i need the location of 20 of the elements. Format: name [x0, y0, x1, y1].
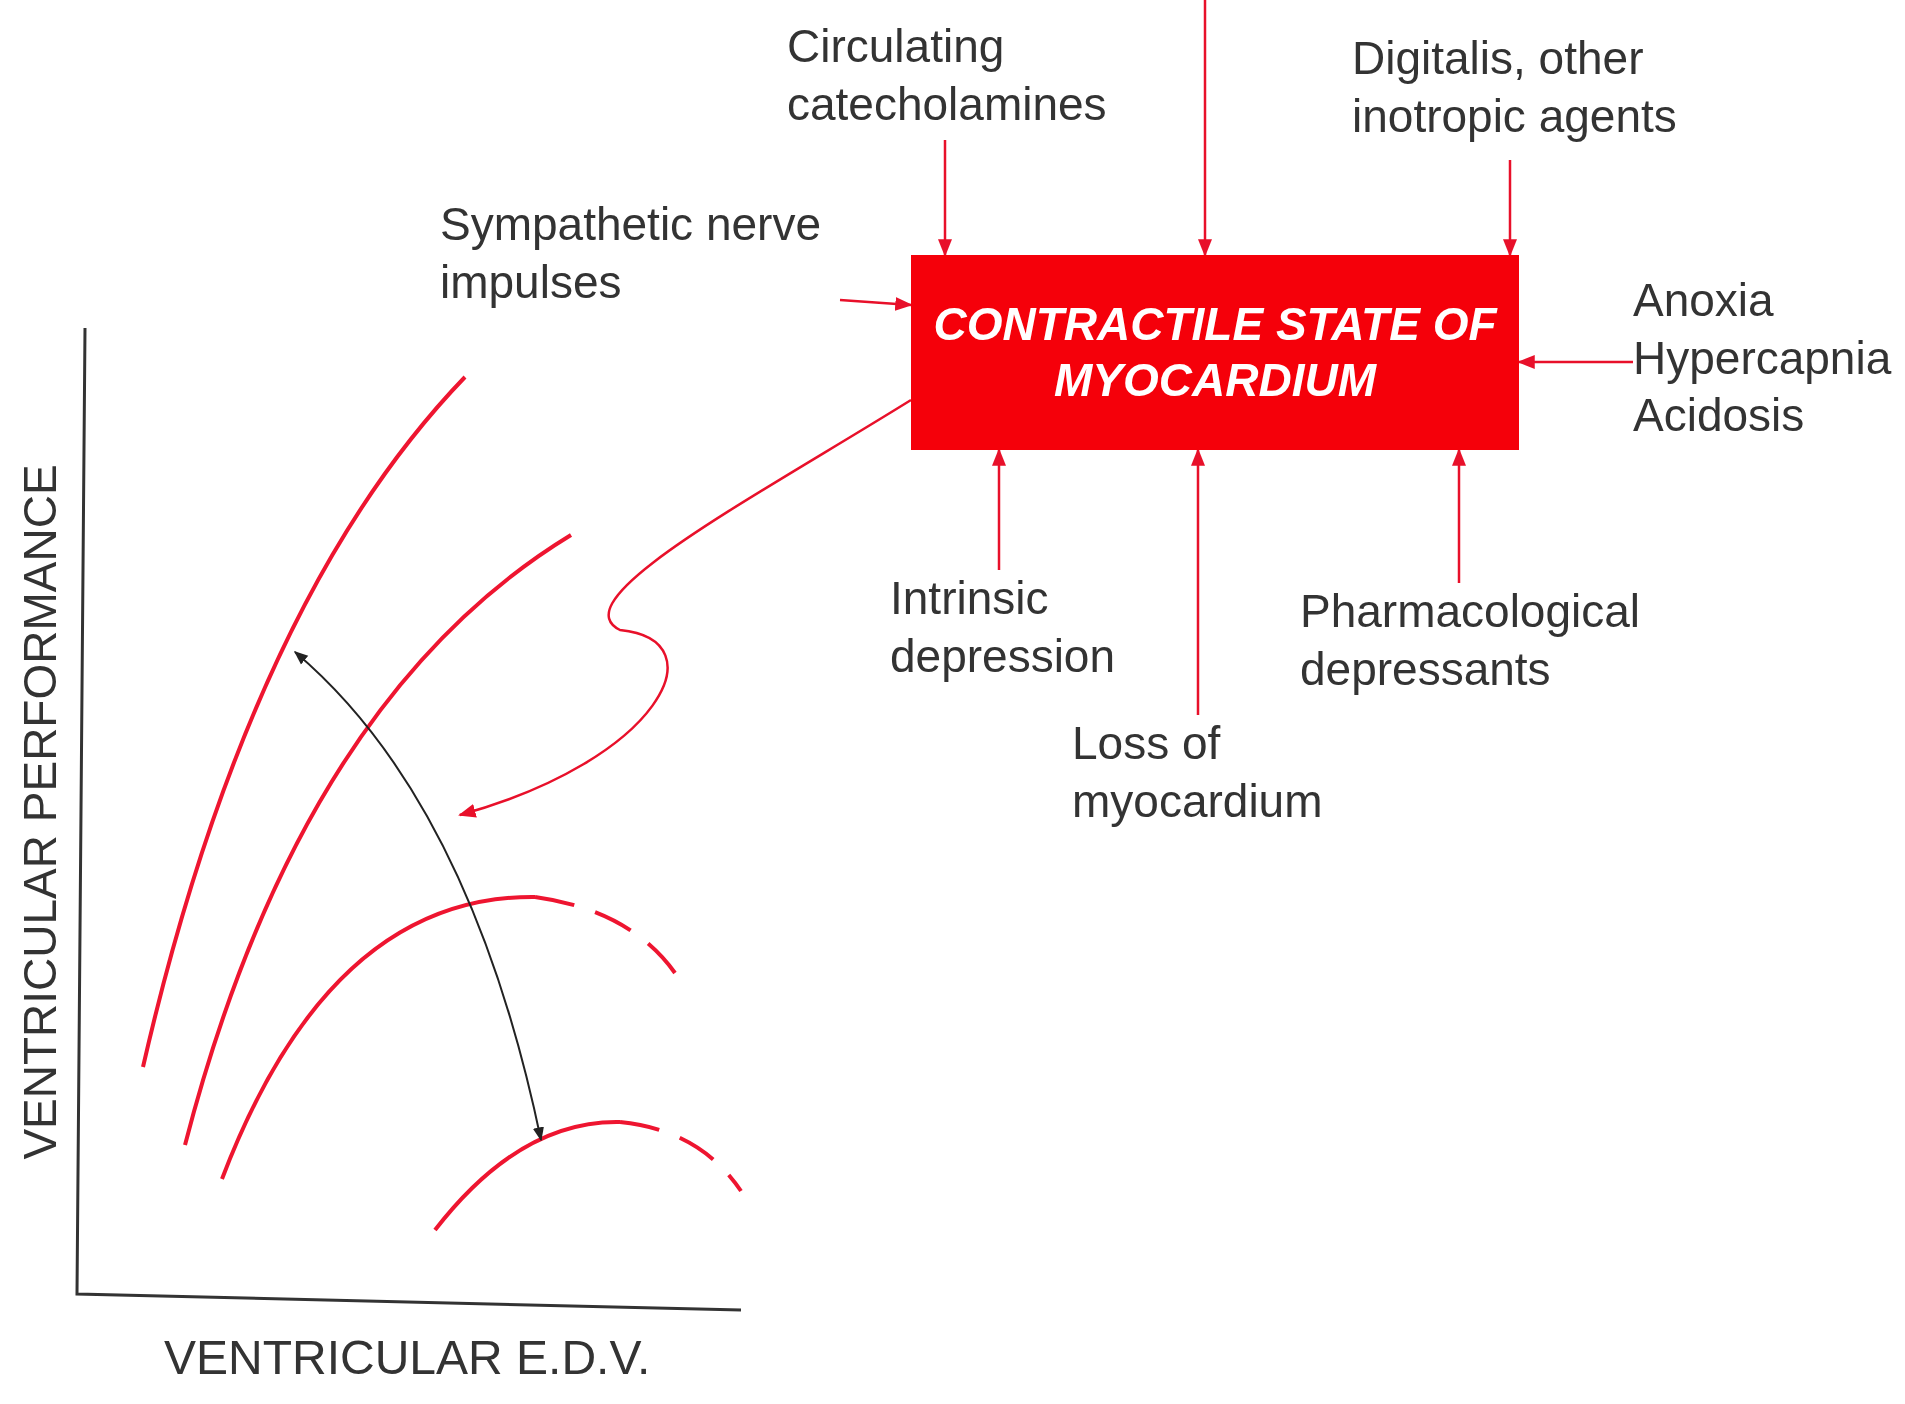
factor-label: Hypercapnia — [1633, 330, 1893, 386]
arrow — [1503, 160, 1517, 257]
factor-label: Anoxia — [1633, 273, 1775, 328]
factor-label: Acidosis — [1633, 388, 1806, 443]
arrow — [458, 398, 912, 817]
arrow — [1452, 448, 1466, 583]
arrow — [938, 140, 952, 257]
factor-label: Digitalis, other inotropic agents — [1352, 30, 1697, 160]
factor-label: Circulating catecholamines — [787, 18, 1127, 140]
factor-label: Sympathetic nerve impulses — [440, 196, 840, 324]
arrow — [839, 296, 913, 311]
factor-label: Intrinsic depression — [890, 570, 1140, 698]
axis-label: VENTRICULAR PERFORMANCE — [13, 463, 67, 1162]
arrow — [1198, 0, 1212, 257]
factor-label: Pharmacological depressants — [1300, 583, 1680, 711]
arrow — [1191, 448, 1205, 715]
process-box: CONTRACTILE STATE OF MYOCARDIUM — [911, 255, 1519, 450]
axis-label: VENTRICULAR E.D.V. — [164, 1330, 651, 1385]
arrow — [992, 448, 1006, 570]
factor-label: Loss of myocardium — [1072, 715, 1342, 843]
